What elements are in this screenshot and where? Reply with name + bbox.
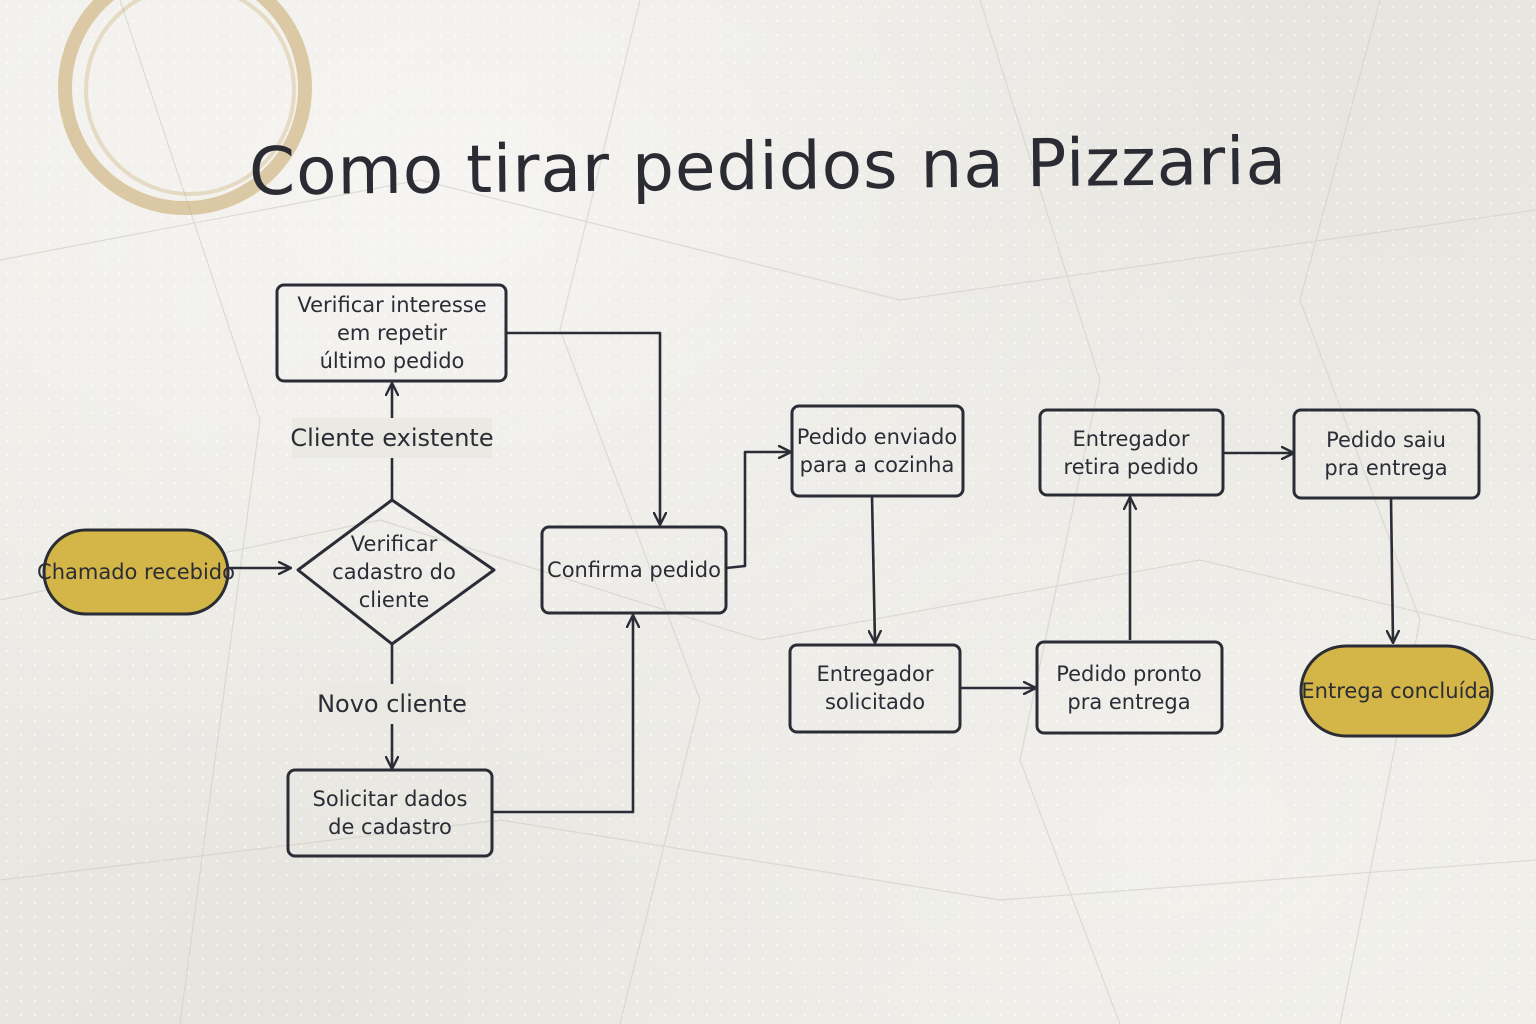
svg-text:Chamado recebido: Chamado recebido	[37, 560, 235, 584]
edge-label-cliente-existente: Cliente existente	[290, 418, 494, 458]
node-label-line: Verificar	[351, 532, 438, 556]
node-label-line: Pedido enviado	[797, 425, 957, 449]
svg-text:Entrega concluída: Entrega concluída	[1301, 679, 1490, 703]
node-label-line: Confirma pedido	[547, 558, 721, 582]
node-chamado-recebido: Chamado recebido	[37, 528, 235, 616]
edge-enviado-to-solicitado	[872, 495, 875, 642]
node-pedido-saiu: Pedido saiu pra entrega	[1292, 408, 1481, 500]
node-label-line: pra entrega	[1324, 456, 1447, 480]
node-pedido-pronto: Pedido pronto pra entrega	[1035, 640, 1224, 735]
node-label-line: Verificar interesse	[297, 293, 486, 317]
node-entregador-retira: Entregador retira pedido	[1038, 408, 1225, 497]
node-label-line: Pedido saiu	[1326, 428, 1446, 452]
node-label-line: retira pedido	[1064, 455, 1199, 479]
node-label-line: pra entrega	[1067, 690, 1190, 714]
node-label-line: em repetir	[337, 321, 447, 345]
node-label-line: Entregador	[1073, 427, 1190, 451]
svg-text:Confirma pedido: Confirma pedido	[547, 558, 721, 582]
node-label-line: Entregador	[817, 662, 934, 686]
svg-text:Cliente existente: Cliente existente	[290, 424, 493, 452]
node-label-line: solicitado	[825, 690, 925, 714]
edge-saiu-to-concluida	[1391, 497, 1393, 642]
node-verificar-interesse: Verificar interesse em repetir último pedi…	[275, 283, 508, 383]
node-label-line: Pedido pronto	[1056, 662, 1202, 686]
node-confirma-pedido: Confirma pedido	[540, 525, 728, 615]
node-verificar-cadastro: Verificar cadastro do cliente	[296, 498, 496, 646]
node-label-line: de cadastro	[328, 815, 452, 839]
node-solicitar-dados: Solicitar dados de cadastro	[286, 768, 494, 858]
coffee-stain	[58, 0, 312, 215]
edge-confirma-to-enviado	[725, 452, 790, 570]
node-entrega-concluida: Entrega concluída	[1299, 644, 1494, 738]
edge-solicitar-to-confirma	[492, 616, 633, 814]
node-label-line: último pedido	[320, 349, 465, 373]
node-label-line: cadastro do	[332, 560, 456, 584]
node-label-line: cliente	[359, 588, 430, 612]
svg-text:Novo cliente: Novo cliente	[317, 690, 467, 718]
node-pedido-enviado: Pedido enviado para a cozinha	[790, 404, 965, 498]
edge-interesse-to-confirma	[506, 331, 660, 524]
node-entregador-solicitado: Entregador solicitado	[788, 643, 962, 734]
node-label-line: Entrega concluída	[1301, 679, 1490, 703]
node-label-line: para a cozinha	[800, 453, 955, 477]
edge-label-novo-cliente: Novo cliente	[317, 684, 467, 724]
node-label-line: Solicitar dados	[313, 787, 468, 811]
node-label-line: Chamado recebido	[37, 560, 235, 584]
